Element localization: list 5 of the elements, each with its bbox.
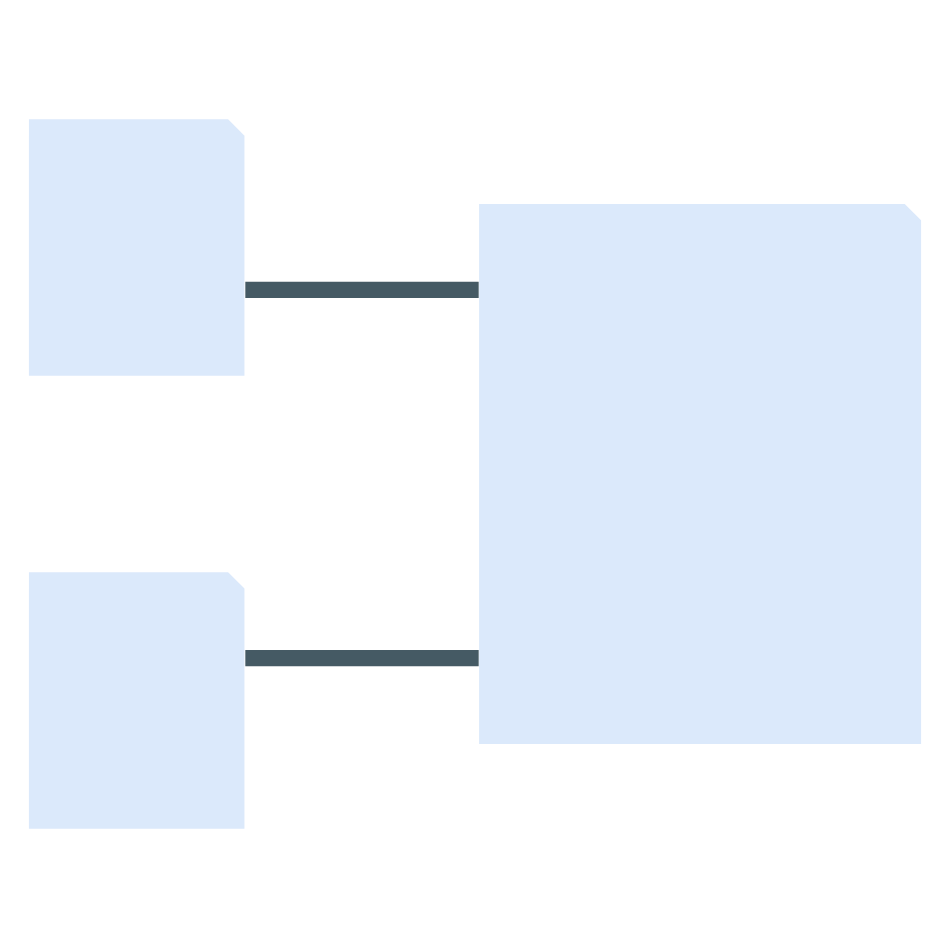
connector (244, 649, 478, 667)
node-document (27, 119, 244, 376)
node-document (478, 203, 921, 745)
node-document (27, 572, 244, 829)
connector (244, 281, 478, 299)
